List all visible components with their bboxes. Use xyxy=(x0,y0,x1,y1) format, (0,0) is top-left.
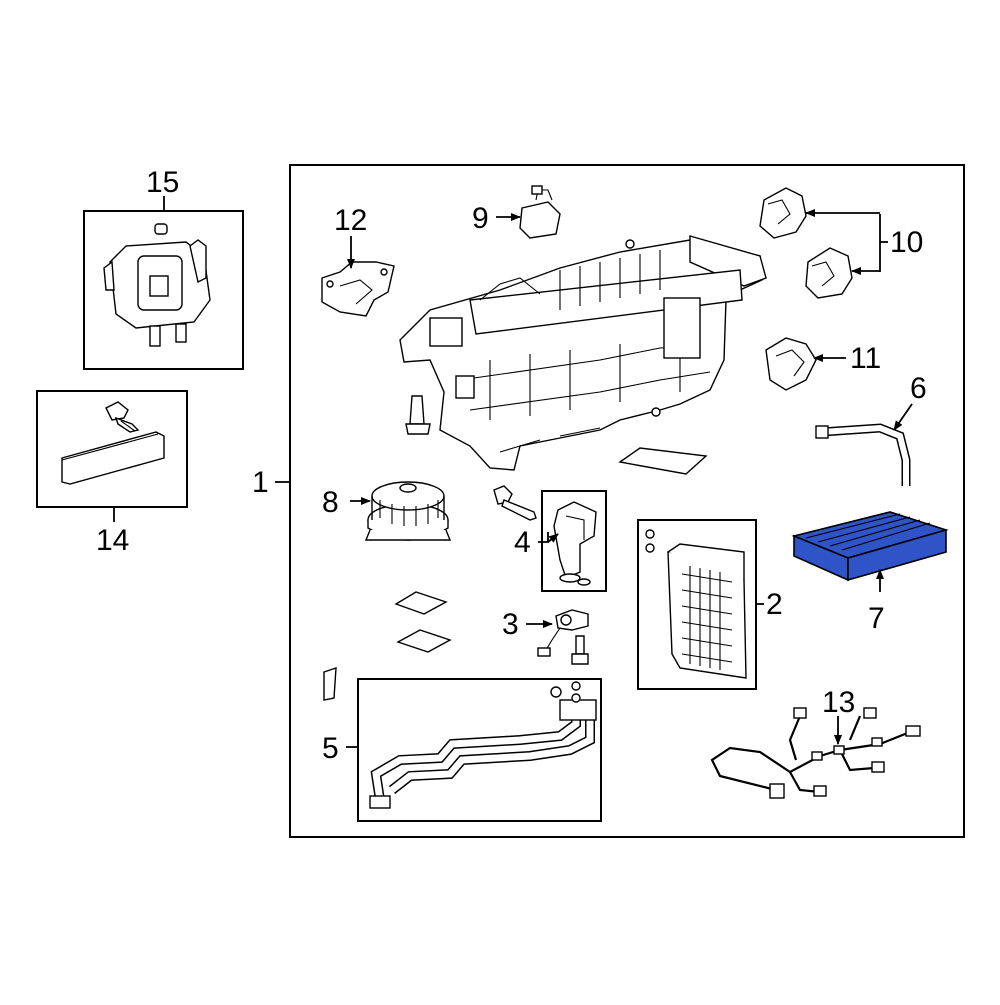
callout-14: 14 xyxy=(96,524,129,557)
actuator-icon xyxy=(805,247,853,299)
callout-12: 12 xyxy=(334,204,367,237)
clip-icon xyxy=(323,667,337,701)
hvac-case-icon xyxy=(399,235,767,471)
callout-9: 9 xyxy=(472,202,489,235)
actuator-icon xyxy=(759,187,807,239)
cabin-air-filter-highlight-icon xyxy=(791,511,949,582)
blower-motor-icon xyxy=(364,481,452,541)
wire-harness-icon xyxy=(710,707,921,799)
gasket-icon xyxy=(394,591,448,615)
main-assembly-frame xyxy=(289,164,965,838)
bolt-icon xyxy=(405,395,431,435)
part-14-box xyxy=(36,390,188,508)
callout-15: 15 xyxy=(146,166,179,199)
callout-10: 10 xyxy=(890,226,923,259)
bolt-icon xyxy=(571,635,589,665)
expansion-valve-icon xyxy=(553,501,597,586)
gasket-icon xyxy=(618,447,708,475)
bracket-icon xyxy=(321,261,395,317)
pipe-icon xyxy=(369,681,597,809)
actuator-icon xyxy=(765,337,817,391)
callout-8: 8 xyxy=(322,486,339,519)
callout-2: 2 xyxy=(766,588,783,621)
cabin-air-filter-icon xyxy=(61,431,165,485)
part-4-box xyxy=(541,490,607,592)
gasket-icon xyxy=(396,629,452,653)
actuator-icon xyxy=(519,185,561,239)
callout-5: 5 xyxy=(322,732,339,765)
callout-6: 6 xyxy=(910,372,927,405)
sensor-icon xyxy=(537,609,589,657)
actuator-icon xyxy=(103,223,211,347)
bolt-icon xyxy=(493,485,537,521)
callout-13: 13 xyxy=(822,686,855,719)
leader-6 xyxy=(893,403,913,431)
evaporator-core-icon xyxy=(645,529,747,679)
callout-7: 7 xyxy=(868,602,885,635)
callout-3: 3 xyxy=(502,608,519,641)
bolt-icon xyxy=(105,401,140,433)
leader-4b xyxy=(547,533,559,543)
callout-4: 4 xyxy=(514,526,531,559)
callout-1: 1 xyxy=(252,466,269,499)
pipe-icon xyxy=(815,423,911,486)
part-5-box xyxy=(357,678,602,822)
callout-11: 11 xyxy=(850,342,881,375)
